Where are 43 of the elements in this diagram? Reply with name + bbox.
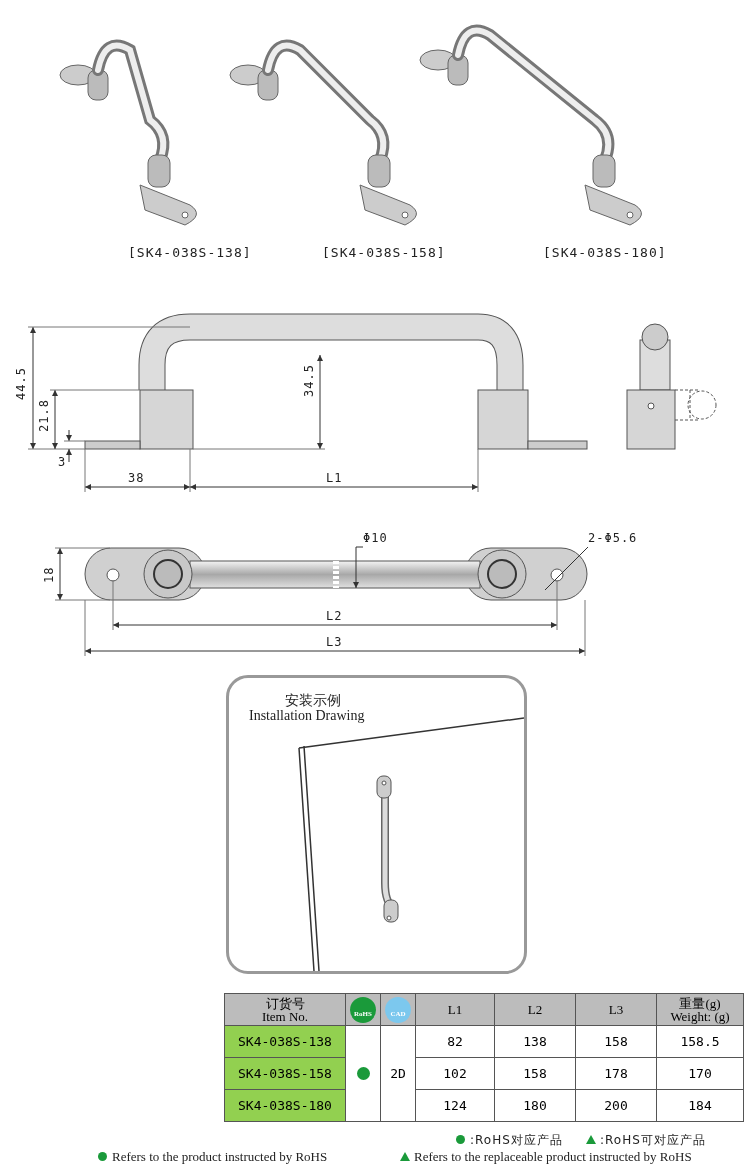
table-value: 180 [523,1098,547,1113]
dimension-label: L2 [326,609,343,623]
dimension-label: 21.8 [37,399,51,432]
table-value: 170 [688,1066,712,1081]
table-value: 102 [443,1066,467,1081]
panel-heading: 安装示例 [285,692,341,710]
column-header: 订货号 Item No. [260,996,310,1023]
item-number: SK4-038S-180 [238,1098,332,1113]
table-value: 124 [443,1098,467,1113]
item-number: SK4-038S-138 [238,1034,332,1049]
column-header: 重量(g) Weight: (g) [669,996,731,1023]
table-value: 178 [604,1066,628,1081]
dimension-label: L3 [326,635,343,649]
table-value: 82 [447,1034,463,1049]
dimension-label: 44.5 [14,367,28,400]
product-caption: [SK4-038S-180] [543,245,667,260]
legend-text: :RoHS可对应产品 [600,1132,706,1149]
legend-text: :RoHS对应产品 [470,1132,563,1149]
table-value: 138 [523,1034,547,1049]
dimension-label: 18 [42,566,56,583]
table-value: 158.5 [680,1034,720,1049]
dimension-label: 3 [58,455,67,469]
dimension-label: 38 [128,471,145,485]
dimension-label: Φ10 [363,531,388,545]
table-value: 2D [390,1066,406,1081]
column-header: L1 [447,1003,463,1016]
item-number: SK4-038S-158 [238,1066,332,1081]
dimension-label: L1 [326,471,343,485]
table-value: 158 [604,1034,628,1049]
table-value: 200 [604,1098,628,1113]
dimension-label: 34.5 [302,364,316,397]
legend-text: Refers to the replaceable product instructed by RoHS [414,1149,692,1165]
installation-panel [226,675,527,974]
leader-line [353,546,364,589]
dimension-label: 2-Φ5.6 [588,531,638,545]
column-header: L3 [608,1003,624,1016]
product-caption: [SK4-038S-138] [128,245,252,260]
column-header: L2 [527,1003,543,1016]
legend-text: Refers to the product instructed by RoHS [112,1149,328,1165]
table-value: 158 [523,1066,547,1081]
table-value: 184 [688,1098,712,1113]
panel-heading: Installation Drawing [249,708,365,724]
product-caption: [SK4-038S-158] [322,245,446,260]
